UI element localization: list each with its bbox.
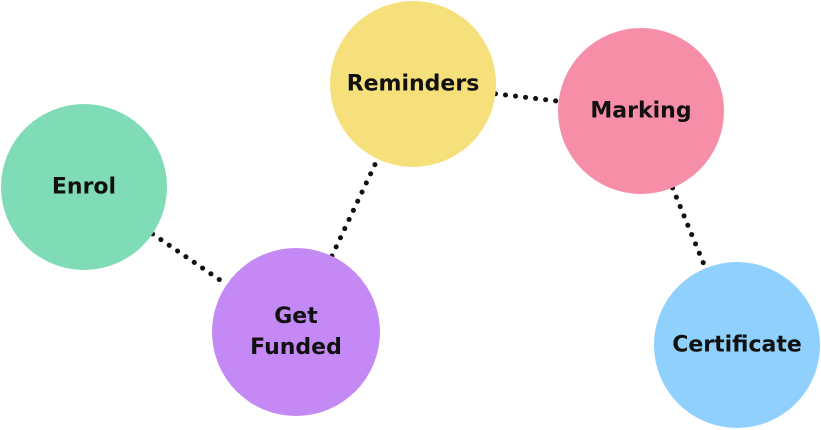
node-circle-reminders[interactable]	[330, 1, 496, 167]
node-label-get-funded: Get	[274, 304, 318, 329]
node-enrol[interactable]: Enrol	[1, 104, 167, 270]
node-label-marking: Marking	[590, 99, 691, 124]
connectors	[150, 91, 708, 288]
node-certificate[interactable]: Certificate	[654, 262, 820, 428]
connector-reminders-to-marking	[492, 91, 562, 104]
node-marking[interactable]: Marking	[558, 28, 724, 194]
node-label-enrol: Enrol	[52, 175, 116, 200]
node-label-reminders: Reminders	[347, 72, 480, 97]
node-label-certificate: Certificate	[672, 333, 802, 358]
connector-get-funded-to-reminders	[329, 156, 381, 259]
node-circle-marking[interactable]	[558, 28, 724, 194]
node-circle-certificate[interactable]	[654, 262, 820, 428]
connector-enrol-to-get-funded	[150, 231, 230, 288]
node-label-get-funded: Funded	[250, 335, 342, 360]
node-circle-get-funded[interactable]	[212, 248, 380, 416]
node-circle-enrol[interactable]	[1, 104, 167, 270]
node-reminders[interactable]: Reminders	[330, 1, 496, 167]
connector-marking-to-certificate	[670, 185, 708, 271]
